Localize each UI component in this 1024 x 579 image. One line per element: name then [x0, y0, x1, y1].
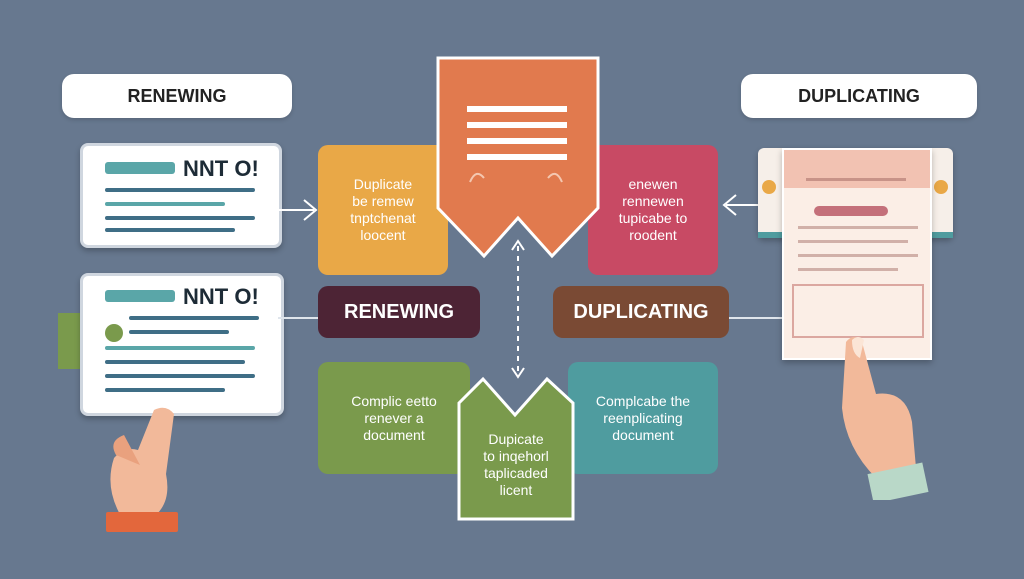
- tile-top-left: Duplicate be remew tnptchenat loocent: [318, 145, 448, 275]
- tile-top-left-text: Duplicate be remew tnptchenat loocent: [350, 176, 416, 243]
- doc-text-line: [798, 254, 918, 257]
- right-document-card: [782, 148, 932, 360]
- right-hand-illustration: [842, 337, 929, 500]
- card-text-line: [105, 374, 255, 378]
- card-text-line: [105, 388, 225, 392]
- renewing-center-label: RENEWING: [318, 286, 480, 338]
- duplicating-center-label: DUPLICATING: [553, 286, 729, 338]
- duplicating-center-text: DUPLICATING: [573, 300, 709, 323]
- tile-bottom-center-text: Dupicate to inqehorl taplicaded licent: [483, 431, 549, 498]
- card-text-line: [105, 202, 225, 206]
- card-text-line: [105, 216, 255, 220]
- card-text-line: [129, 316, 259, 320]
- tile-bottom-center: Dupicate to inqehorl taplicaded licent: [459, 420, 573, 510]
- doc-text-line: [798, 226, 918, 229]
- renewing-center-text: RENEWING: [344, 300, 454, 323]
- top-document-shape: [436, 56, 600, 259]
- connector-line: [278, 317, 318, 319]
- arrow-right-icon: [278, 199, 318, 221]
- renewing-header-text: RENEWING: [127, 85, 227, 106]
- tile-top-right: enewen rennewen tupicabe to roodent: [588, 145, 718, 275]
- arrow-left-icon: [722, 194, 762, 216]
- duplicating-header-text: DUPLICATING: [798, 85, 920, 106]
- tile-top-right-text: enewen rennewen tupicabe to roodent: [618, 176, 688, 243]
- doc-text-line: [806, 178, 906, 181]
- tile-bottom-right-text: Complcabe the reenplicating document: [595, 392, 691, 443]
- doc-text-line: [798, 268, 898, 271]
- bottom-center-shape: [457, 376, 575, 521]
- duplicating-header-label: DUPLICATING: [741, 74, 977, 118]
- doc-highlight-bar: [814, 206, 888, 216]
- card-title: NNT O!: [183, 284, 259, 309]
- vertical-double-arrow-icon: [511, 239, 525, 379]
- card-text-line: [105, 346, 255, 350]
- doc-text-line: [798, 240, 908, 243]
- document-header: [784, 150, 930, 188]
- card-text-line: [105, 188, 255, 192]
- dot-icon: [762, 180, 776, 194]
- tile-bottom-left-text: Complic eetto renever a document: [351, 392, 437, 443]
- check-icon: [105, 324, 123, 342]
- card-title: NNT O!: [183, 156, 259, 181]
- dot-icon: [934, 180, 948, 194]
- card-text-line: [105, 228, 235, 232]
- card-header-bar: [105, 290, 175, 302]
- side-tab: [58, 313, 80, 369]
- left-hand-illustration: [106, 407, 178, 532]
- left-bottom-document-card: NNT O!: [80, 273, 284, 416]
- tile-bottom-right: Complcabe the reenplicating document: [568, 362, 718, 474]
- renewing-header-label: RENEWING: [62, 74, 292, 118]
- left-top-document-card: NNT O!: [80, 143, 282, 248]
- card-text-line: [129, 330, 229, 334]
- card-text-line: [105, 360, 245, 364]
- tile-bottom-left: Complic eetto renever a document: [318, 362, 470, 474]
- card-header-bar: [105, 162, 175, 174]
- connector-line: [729, 317, 785, 319]
